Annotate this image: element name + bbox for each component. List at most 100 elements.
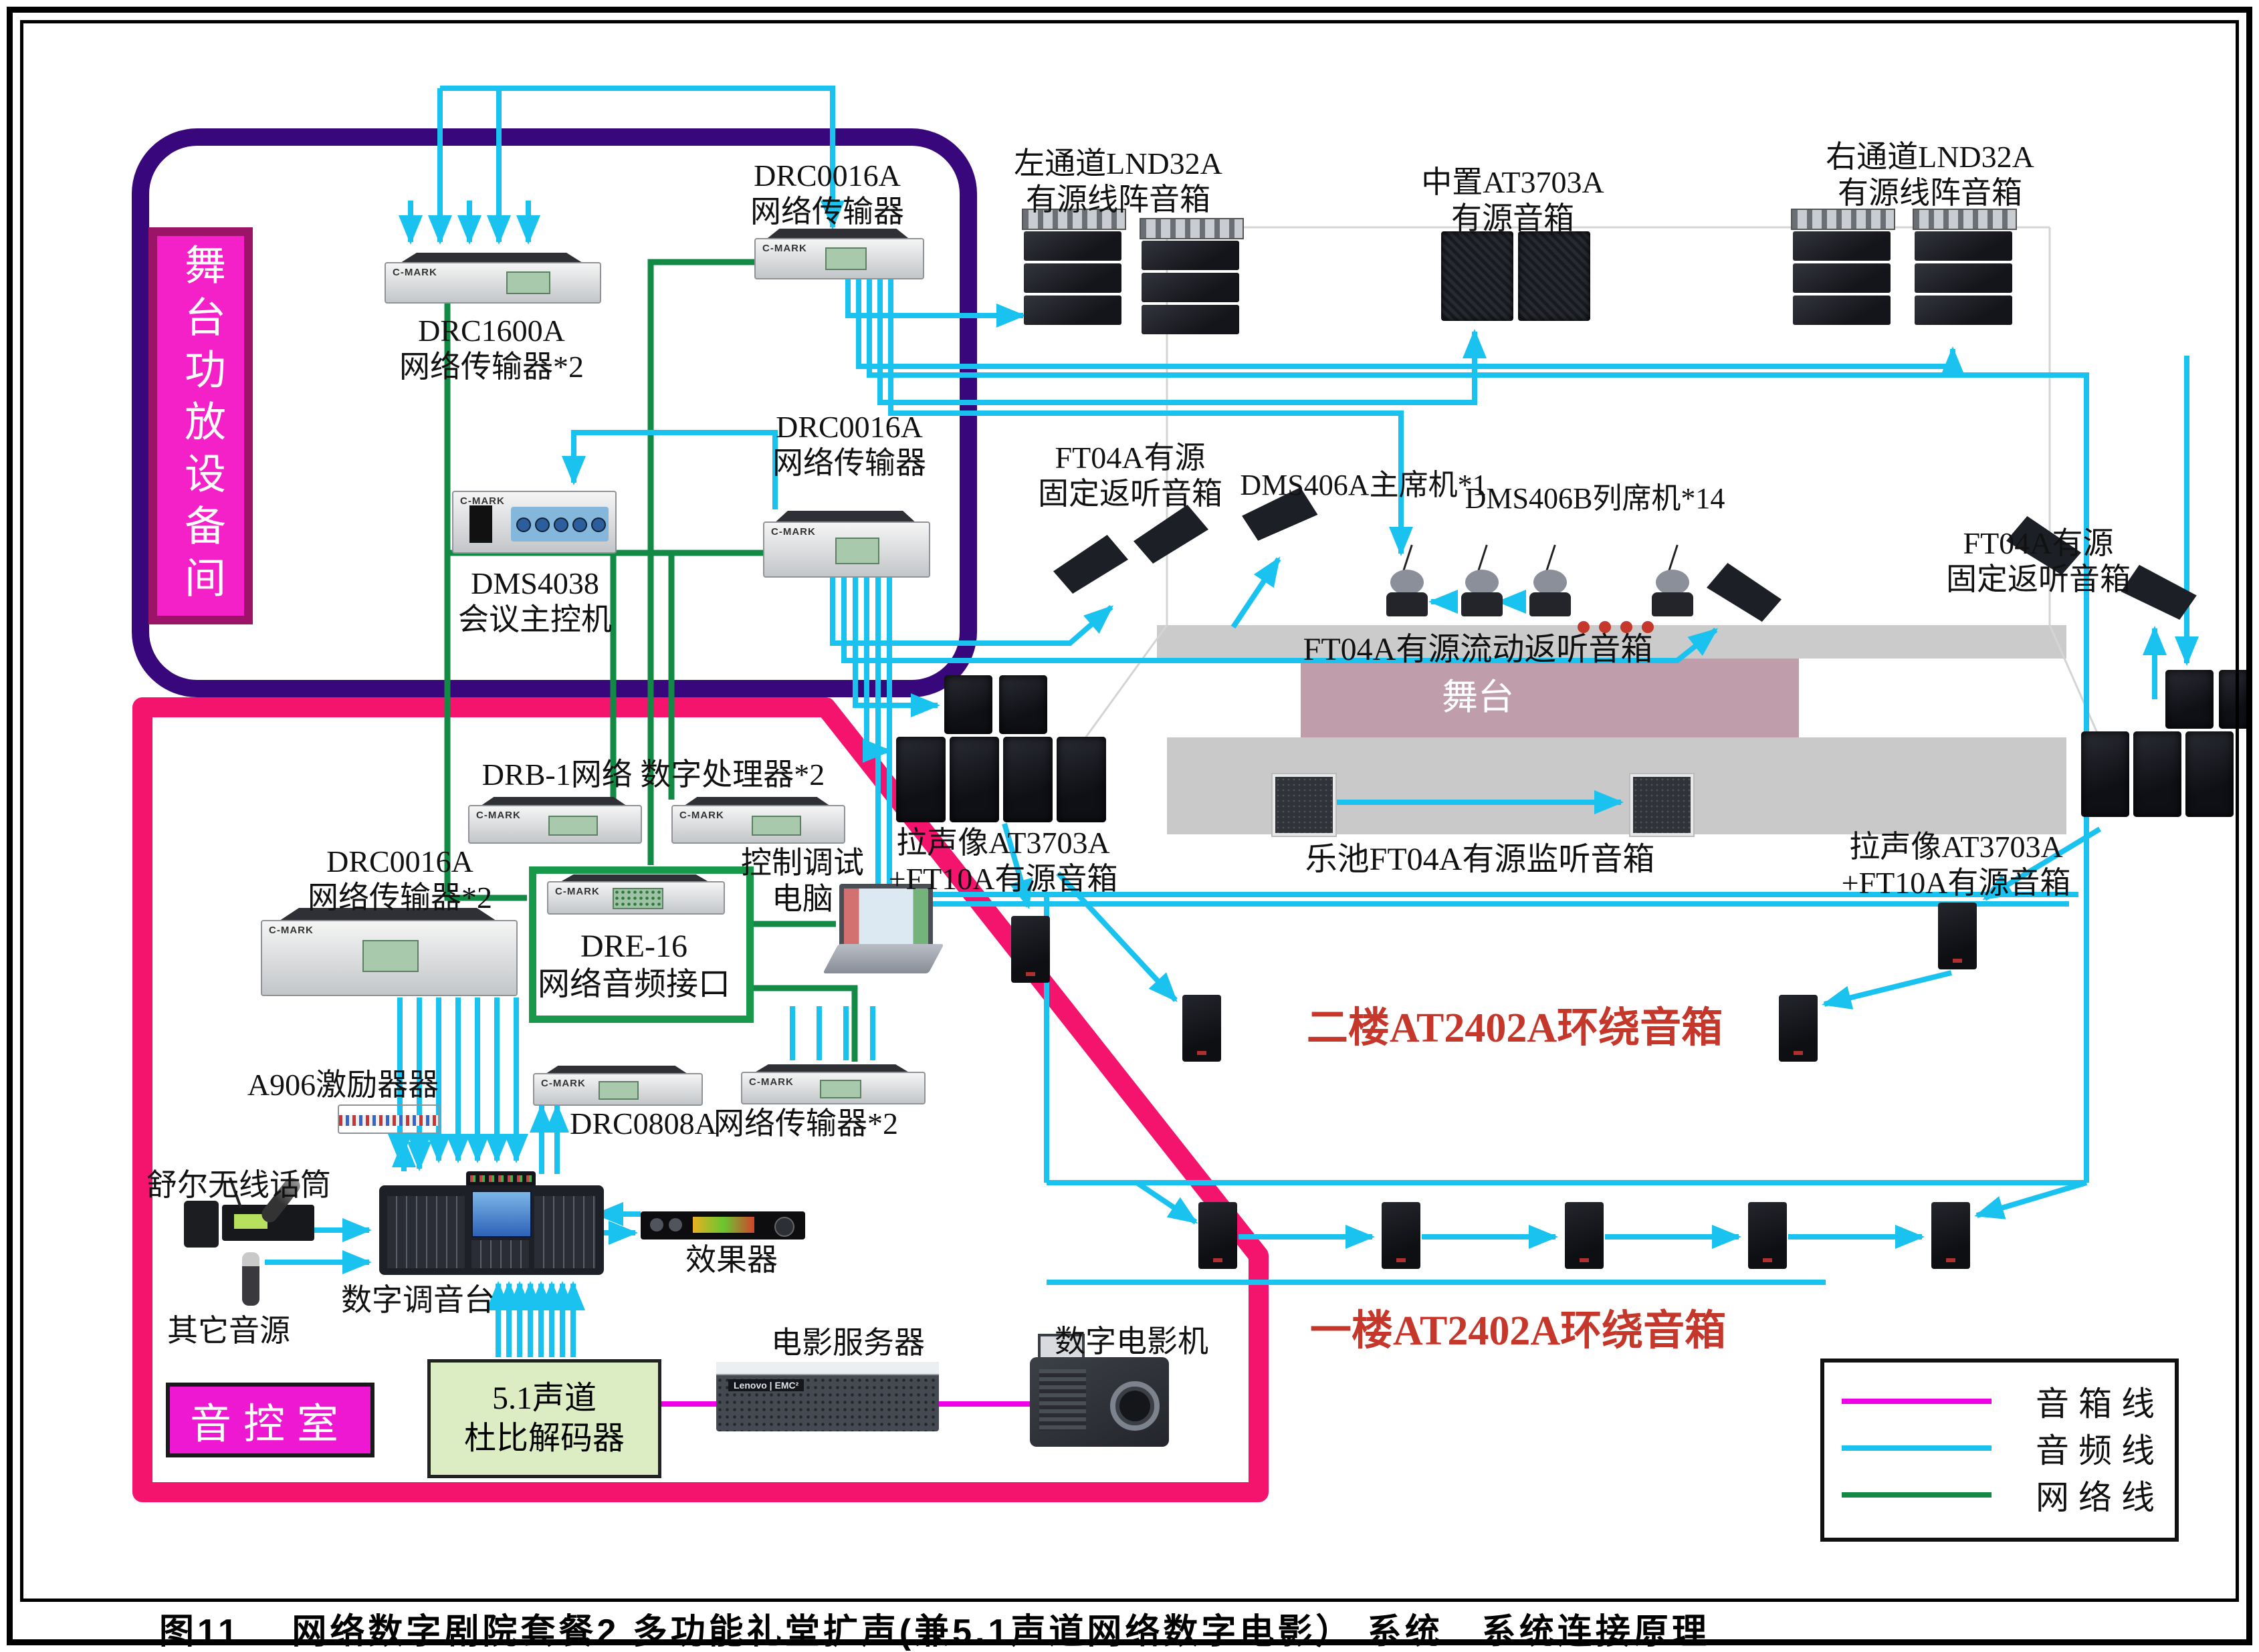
dms4038-switch [469, 505, 492, 543]
pull-image-speaker [944, 675, 992, 734]
line-array-truss [1791, 209, 1895, 230]
drc0016a-top-lcd [825, 247, 867, 270]
pull-image-column [950, 737, 999, 822]
drc0016a-top-device: C-MARK [754, 238, 924, 279]
drb1-a-lcd [548, 816, 598, 836]
center-speaker-cabinet [1441, 231, 1513, 321]
drc0016a-mid-lid [774, 511, 916, 523]
brand-logo: C-MARK [541, 1078, 586, 1089]
pull-image-column [2133, 731, 2181, 817]
drc0808a-device: C-MARK [533, 1073, 703, 1106]
fx-knob [774, 1217, 794, 1237]
dolby-decoder-box: 5.1声道 杜比解码器 [427, 1359, 661, 1478]
effects-device [641, 1211, 805, 1240]
line-array-box [1142, 305, 1239, 334]
surround-speaker-1f [1198, 1202, 1237, 1269]
dre16-lid [559, 874, 710, 882]
drc1600a-lid [399, 253, 584, 263]
other-source-label: 其它音源 [167, 1314, 290, 1348]
surround-speaker-2f [1938, 903, 1977, 969]
mixer-fader-bank-right [534, 1196, 596, 1268]
digital-projector-device [1030, 1357, 1169, 1447]
knob [516, 517, 531, 532]
brand-logo: C-MARK [393, 267, 437, 278]
projector-lens [1110, 1381, 1160, 1431]
knob [572, 517, 587, 532]
legend-item-audio-line: 音频线 [1824, 1428, 2175, 1469]
drc0808a-label: DRC0808A [570, 1106, 717, 1141]
brand-logo: C-MARK [555, 886, 600, 897]
transmitter-x2-lcd [820, 1080, 861, 1098]
line-array-box [1793, 231, 1891, 261]
network-lines [444, 259, 858, 1062]
delegate-mic [1529, 544, 1571, 616]
drc1600a-lcd [506, 271, 550, 294]
server-top [716, 1362, 939, 1375]
transmitter-x2-lid [754, 1064, 910, 1073]
line-array-box [1915, 231, 2012, 261]
line-array-box [1793, 296, 1891, 325]
line-array-truss [1140, 218, 1244, 239]
control-pc-label: 控制调试电脑 [741, 846, 864, 917]
surround-speaker-2f [1182, 995, 1221, 1062]
line-array-truss [1913, 209, 2017, 230]
delegate-mic [1461, 544, 1503, 616]
digital-mixer-device [379, 1185, 604, 1275]
movie-server-label: 电影服务器 [771, 1326, 925, 1360]
knob [591, 517, 606, 532]
legend-audio-line-swatch [1842, 1445, 1992, 1451]
drc0016a-x2-lid [278, 908, 498, 921]
ft04a-mobile-label: FT04A有源流动返听音箱 [1303, 632, 1653, 667]
server-brand: Lenovo | EMC² [728, 1379, 804, 1391]
pull-image-column [1003, 737, 1053, 822]
audio-lines [265, 86, 2199, 1357]
dre16-matrix [613, 888, 663, 909]
brand-logo: C-MARK [476, 810, 521, 821]
line-array-box [1024, 231, 1121, 261]
center-speaker-cabinet [1518, 231, 1590, 321]
surround-speaker-1f [1748, 1202, 1787, 1269]
pull-image-column [2081, 731, 2129, 817]
legend-speaker-line-swatch [1842, 1399, 1992, 1404]
mixer-label: 数字调音台 [341, 1283, 495, 1317]
transmitter-x2-device: C-MARK [741, 1072, 926, 1104]
a906-label: A906激励器器 [247, 1068, 439, 1102]
drc0016a-mid-device: C-MARK [763, 521, 930, 578]
other-source-mic [242, 1252, 259, 1306]
brand-logo: C-MARK [269, 925, 314, 936]
brand-logo: C-MARK [762, 243, 807, 254]
floor2-surround-label: 二楼AT2402A环绕音箱 [1306, 1006, 1723, 1051]
line-array-box [1915, 263, 2012, 293]
line-array-truss [1022, 209, 1126, 230]
drb1-b-lcd [752, 816, 801, 836]
surround-speaker-1f [1931, 1202, 1970, 1269]
line-array-box [1024, 263, 1121, 293]
knob [554, 517, 568, 532]
drc0808a-lid [544, 1066, 689, 1074]
stage-label: 舞台 [1442, 677, 1514, 717]
pit-monitor-speaker [1273, 774, 1335, 836]
stage-amp-room-label: 舞台功放设备间 [148, 227, 253, 624]
drc0016a-top-lid [766, 229, 910, 239]
pull-image-speaker [999, 675, 1047, 734]
drb1-a-device: C-MARK [468, 805, 642, 844]
dms406a-label: DMS406A主席机*1 [1240, 469, 1487, 501]
drc0016a-x2-lcd [362, 940, 419, 972]
delegate-mic-dots [1578, 621, 1654, 633]
line-array-box [1142, 273, 1239, 302]
control-pc-screen [839, 884, 933, 955]
control-room-border [132, 697, 1269, 1502]
fx-knob [650, 1218, 663, 1231]
drc0016a-mid-lcd [835, 538, 879, 564]
mixer-fader-bank-center [471, 1240, 529, 1268]
pit-monitor-label: 乐池FT04A有源监听音箱 [1305, 842, 1655, 877]
line-array-box [1793, 263, 1891, 293]
surround-speaker-2f [1011, 916, 1050, 983]
